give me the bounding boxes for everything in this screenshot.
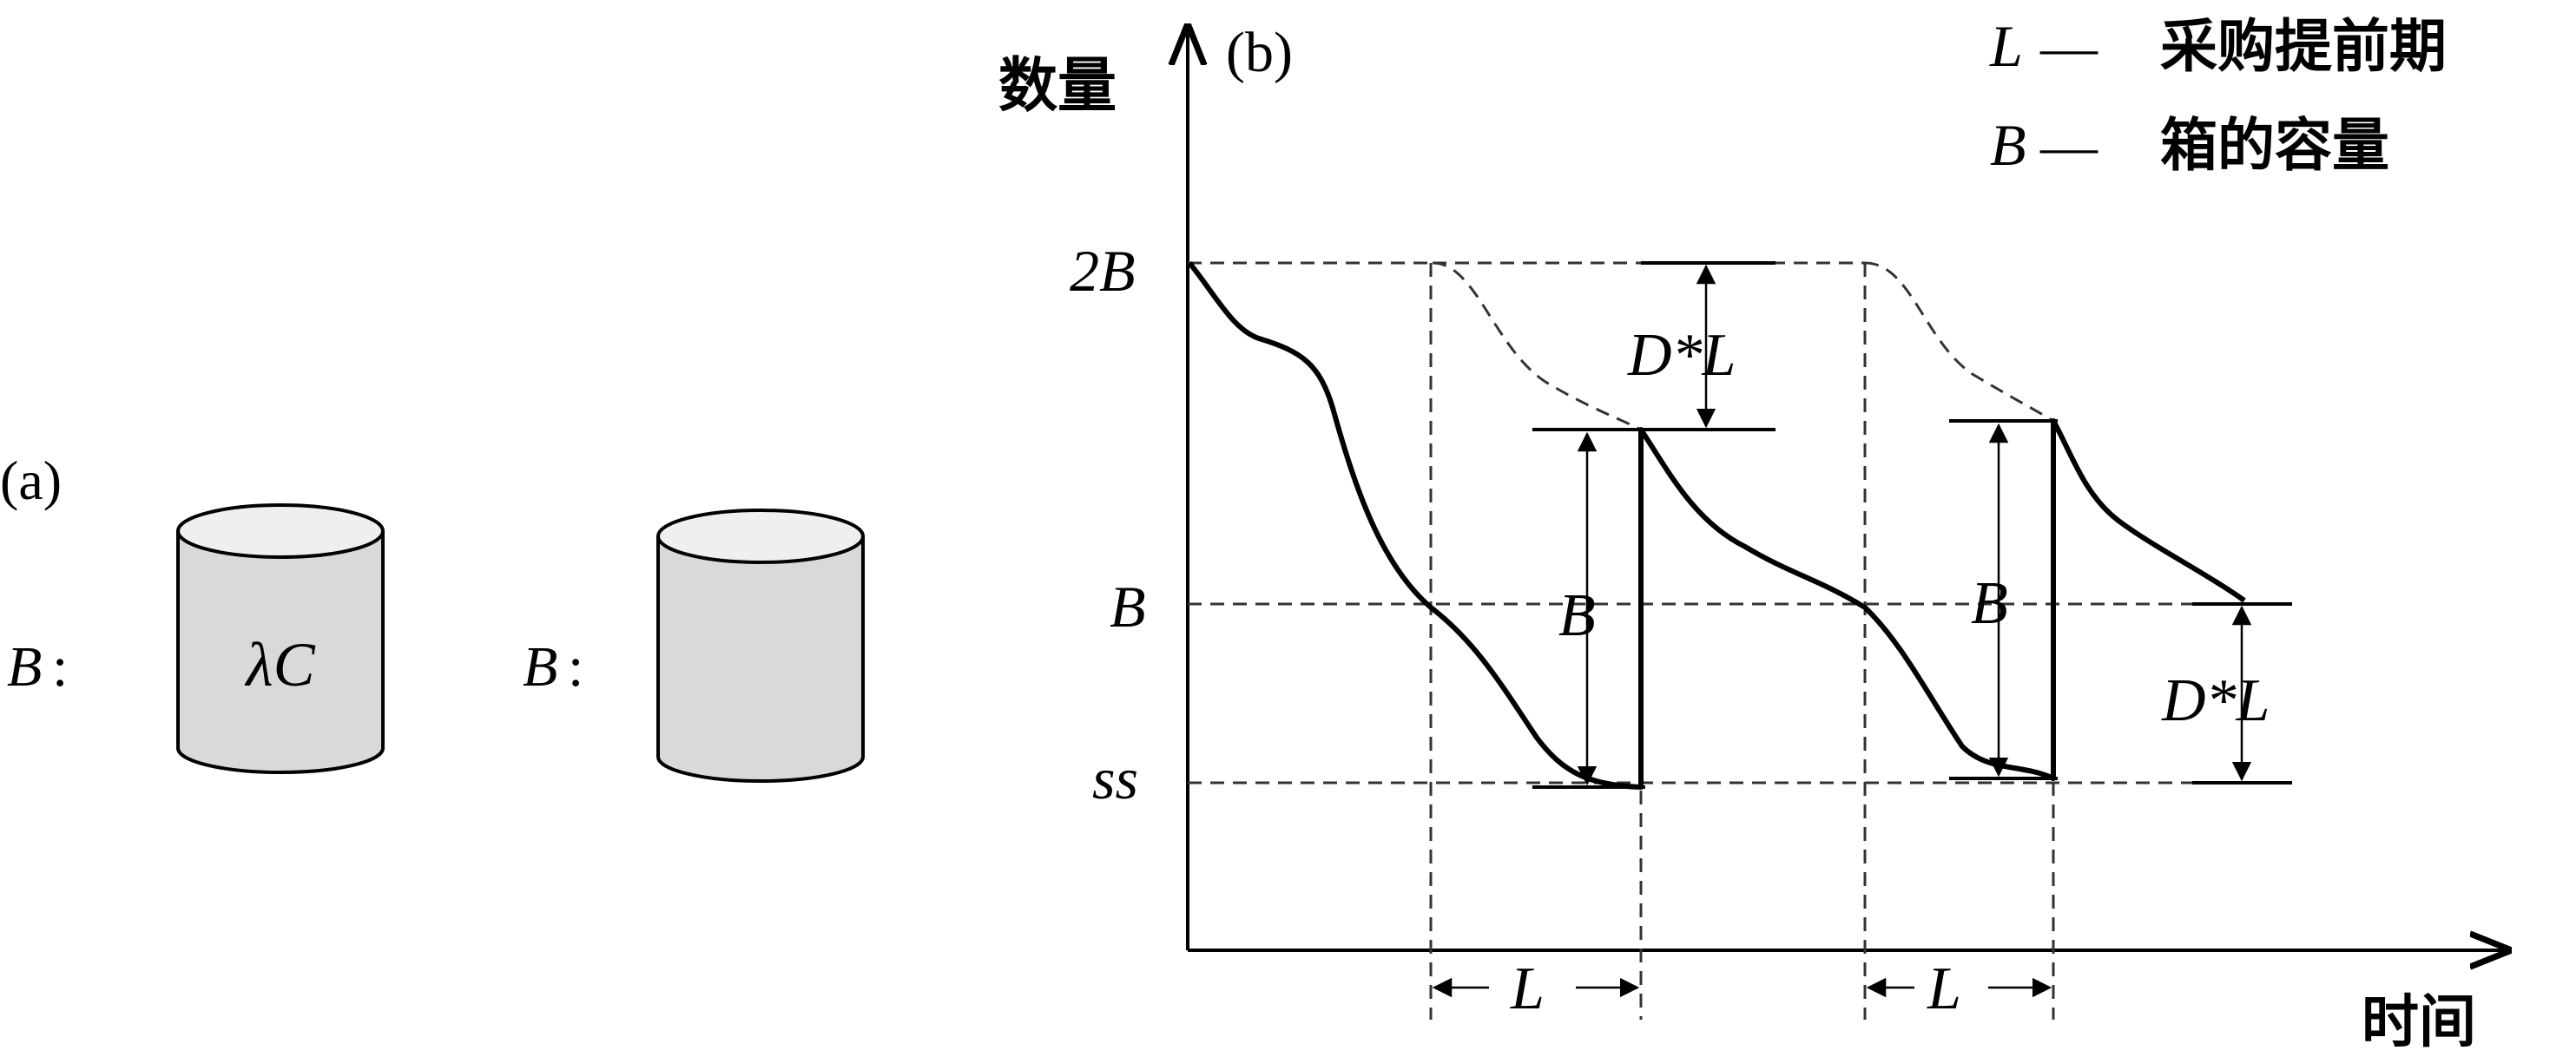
y-tick-2b: 2B xyxy=(1070,238,1136,304)
legend-symbol-b: B xyxy=(1990,112,2026,178)
panel-b: (b) 数量 时间 2B B ss L — 采购提前期 B — 箱的容量 xyxy=(998,13,2507,1055)
l-span-2: L xyxy=(1866,955,2052,1022)
panel-b-label: (b) xyxy=(1226,21,1293,84)
legend-text-l: 采购提前期 xyxy=(2160,13,2447,80)
axes xyxy=(1188,28,2507,950)
bin-2: B : xyxy=(523,509,865,783)
l-span-1-label: L xyxy=(1510,955,1545,1022)
projected-curve-1 xyxy=(1432,261,1642,431)
y-tick-ss: ss xyxy=(1092,745,1138,811)
panel-a-label: (a) xyxy=(0,450,62,511)
inventory-curve xyxy=(1187,261,2246,790)
b-span-2-label: B xyxy=(1971,570,2008,637)
legend: L — 采购提前期 B — 箱的容量 xyxy=(1989,13,2447,179)
bin-2-prefix: B xyxy=(523,635,557,699)
legend-text-b: 箱的容量 xyxy=(2160,112,2389,179)
bin-1-cylinder-icon xyxy=(176,503,385,774)
bin-2-cylinder-icon xyxy=(656,509,865,783)
b-span-1-label: B xyxy=(1558,582,1596,649)
bin-1-colon: : xyxy=(52,635,68,699)
bin-2-colon: : xyxy=(568,635,583,699)
x-axis-label: 时间 xyxy=(2362,988,2476,1055)
y-tick-labels: 2B B ss xyxy=(1070,238,1146,811)
bin-1: B : λC xyxy=(7,503,385,774)
l-span-2-label: L xyxy=(1927,955,1961,1022)
legend-dash-l: — xyxy=(2039,16,2098,79)
bin-1-content-label: λC xyxy=(244,630,315,699)
legend-dash-b: — xyxy=(2039,115,2098,178)
panel-a: (a) B : λC B : xyxy=(0,450,865,783)
y-axis-label: 数量 xyxy=(998,52,1117,121)
l-span-1: L xyxy=(1432,955,1640,1022)
reference-lines xyxy=(1188,261,2292,1020)
dl-top-label: D*L xyxy=(1627,322,1736,389)
dl-right-label: D*L xyxy=(2161,667,2270,734)
legend-symbol-l: L xyxy=(1989,13,2023,79)
y-tick-b: B xyxy=(1110,574,1146,640)
projected-curve-2 xyxy=(1864,261,2054,423)
bin-1-prefix: B xyxy=(7,635,42,699)
